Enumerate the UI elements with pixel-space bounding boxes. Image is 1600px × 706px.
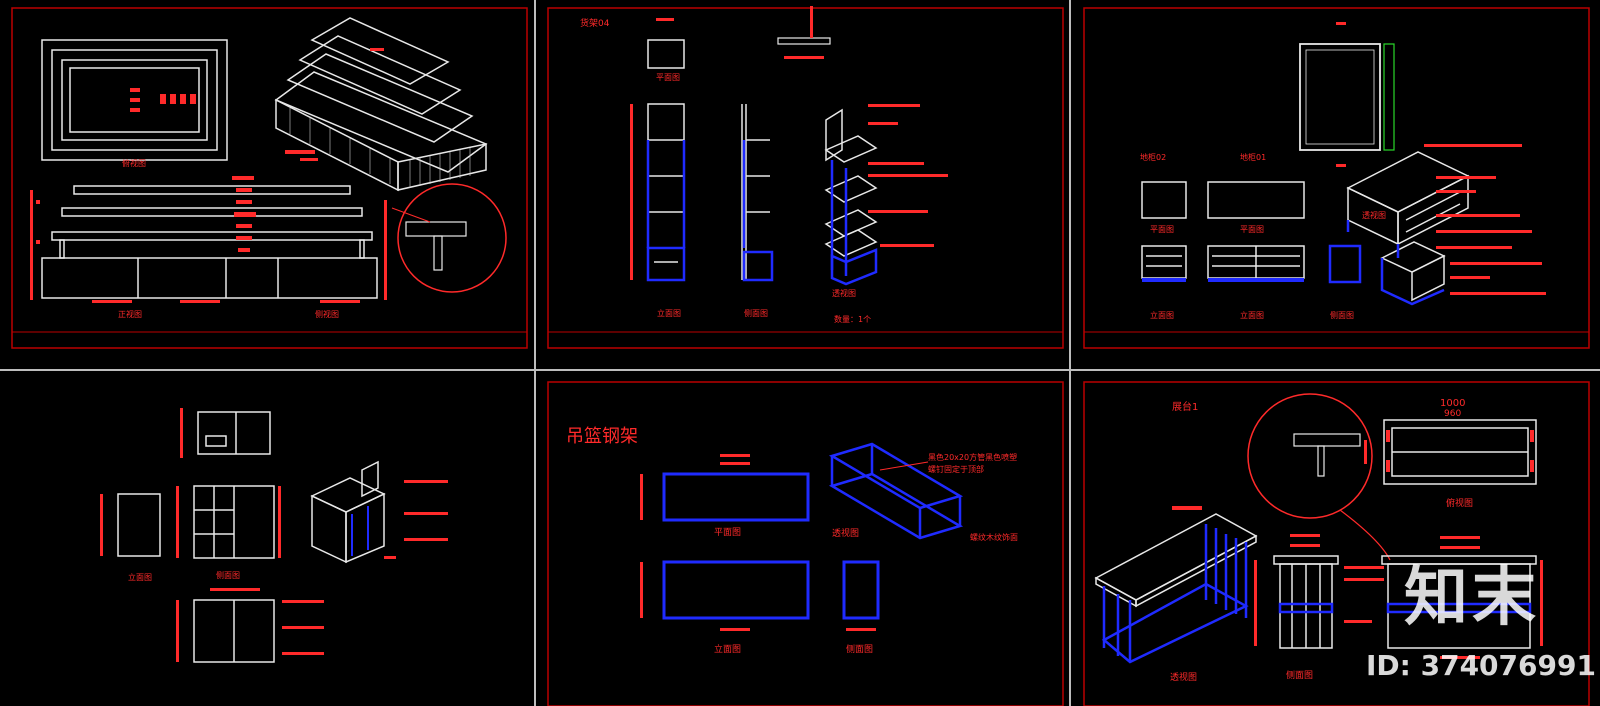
panel-1: 俯视图: [11, 7, 528, 349]
top-a-label: 平面图: [1150, 225, 1174, 234]
watermark-logo: 知末: [1404, 561, 1540, 635]
iso-label: 透视图: [832, 288, 856, 298]
side-a-label: 侧面图: [1330, 310, 1354, 320]
quantity-label: 数量：1个: [834, 314, 871, 324]
p6-side-label: 侧面图: [1286, 669, 1313, 681]
top-b-label: 平面图: [1240, 225, 1264, 234]
panel-5: 吊篮钢架 平面图 立面图 黑色20x20方管黑色喷塑 螺钉固定于顶部 螺纹木纹饰…: [547, 381, 1064, 706]
plan-label: 俯视图: [122, 158, 146, 168]
side-label: 侧视图: [315, 309, 339, 319]
p6-top-label: 俯视图: [1446, 497, 1473, 509]
watermark-id: ID: 374076991: [1366, 649, 1596, 682]
p5-note3: 螺纹木纹饰面: [970, 532, 1018, 542]
panel-3: 地柜02 平面图 地柜01 平面图 立面图 立面图 侧面图: [1083, 7, 1590, 349]
p5-side-label: 侧面图: [846, 643, 873, 655]
p5-front-label: 立面图: [714, 643, 741, 655]
iso-cabinet-label: 透视图: [1362, 210, 1386, 220]
side-view-label: 侧面图: [744, 308, 768, 318]
code-a-label: 地柜02: [1140, 152, 1166, 162]
panel-6: 展台1 1000 960 俯视图: [1083, 381, 1590, 706]
p6-title: 展台1: [1172, 400, 1198, 413]
p6-dim2: 960: [1444, 409, 1461, 419]
panel-4: 立面图 侧面图: [100, 408, 448, 663]
p4-side-label: 侧面图: [216, 570, 240, 580]
p6-dim1: 1000: [1440, 398, 1465, 409]
p6-iso-label: 透视图: [1170, 671, 1197, 683]
front-view-label: 立面图: [657, 308, 681, 318]
p5-note1: 黑色20x20方管黑色喷塑: [928, 452, 1017, 462]
p5-note2: 螺钉固定于顶部: [928, 464, 984, 474]
front-label: 正视图: [118, 309, 142, 319]
p5-plan-label: 平面图: [714, 527, 741, 538]
panel-2: 货架04 平面图 立面图 侧面图: [547, 6, 1064, 349]
top-view-label: 平面图: [656, 73, 680, 82]
p4-front-label: 立面图: [128, 572, 152, 582]
rack-code: 货架04: [580, 17, 610, 29]
p5-iso-label: 透视图: [832, 527, 859, 539]
p5-title: 吊篮钢架: [566, 426, 638, 447]
front-a-label: 立面图: [1150, 310, 1174, 320]
code-b-label: 地柜01: [1240, 152, 1266, 162]
front-b-label: 立面图: [1240, 310, 1264, 320]
